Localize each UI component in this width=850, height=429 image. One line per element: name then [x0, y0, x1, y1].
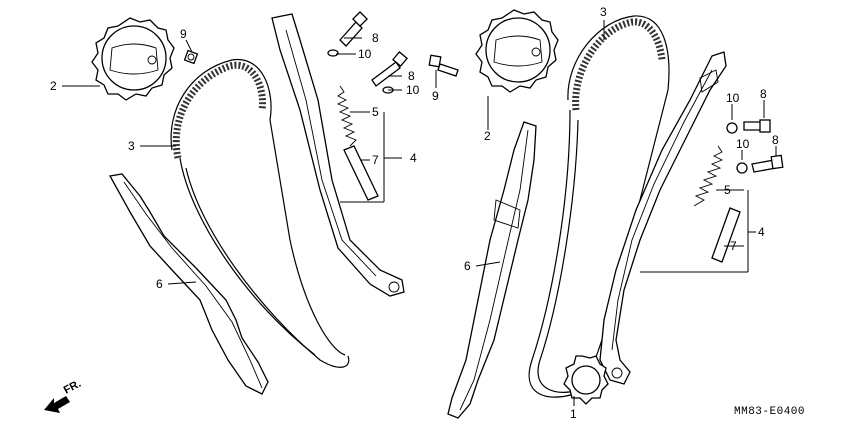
- left-bolt-8a: [339, 11, 368, 47]
- callout-right-spring: 5: [724, 183, 731, 197]
- callout-right-sprocket: 2: [484, 129, 491, 143]
- callout-left-bolt-8b: 8: [408, 69, 415, 83]
- left-tensioner-pin: [343, 145, 379, 201]
- middle-bolt-9: [428, 54, 459, 77]
- right-chain-tensioner: [599, 51, 727, 385]
- left-cam-sprocket: [91, 17, 175, 101]
- callout-right-bolt-8b: 8: [772, 133, 779, 147]
- callout-left-bolt-8a: 8: [372, 31, 379, 45]
- callout-left-spring: 5: [372, 105, 379, 119]
- callout-left-chain: 3: [128, 139, 135, 153]
- drawing-code: MM83-E0400: [734, 406, 805, 418]
- right-cam-sprocket: [475, 9, 559, 93]
- leader-lines: [62, 20, 777, 406]
- right-washer-10a: [726, 122, 738, 134]
- callout-drive-sprocket: 1: [570, 407, 577, 421]
- callout-right-bolt-8a: 8: [760, 87, 767, 101]
- callout-left-guide: 6: [156, 277, 163, 291]
- callout-right-washer-10b: 10: [736, 137, 750, 151]
- crank-drive-sprocket: [563, 355, 609, 405]
- callout-left-bolt-9: 9: [180, 27, 187, 41]
- callout-left-pin: 7: [372, 153, 379, 167]
- left-bolt-9: [183, 49, 199, 65]
- right-washer-10b: [736, 162, 748, 174]
- right-chain-guide: [447, 121, 537, 419]
- front-direction-label: FR.: [62, 378, 83, 397]
- callout-left-washer-10b: 10: [406, 83, 420, 97]
- left-bolt-8b: [371, 51, 408, 87]
- right-bolt-8a: [743, 119, 771, 133]
- left-washer-10a: [327, 49, 339, 57]
- callout-left-tensioner: 4: [410, 151, 417, 165]
- callout-left-sprocket: 2: [50, 79, 57, 93]
- left-chain-tensioner: [271, 13, 405, 297]
- front-direction-arrow: FR.: [44, 378, 83, 413]
- left-chain-guide: [108, 173, 269, 395]
- callout-left-washer-10a: 10: [358, 47, 372, 61]
- callout-right-tensioner: 4: [758, 225, 765, 239]
- left-cam-chain: [170, 59, 350, 368]
- right-tensioner-spring: [693, 145, 724, 207]
- callout-middle-bolt-9: 9: [432, 89, 439, 103]
- callout-right-chain: 3: [600, 5, 607, 19]
- right-tensioner-pin: [711, 207, 741, 263]
- right-bolt-8b: [751, 154, 784, 173]
- callout-right-washer-10a: 10: [726, 91, 740, 105]
- callout-right-pin: 7: [730, 239, 737, 253]
- callout-right-guide: 6: [464, 259, 471, 273]
- left-tensioner-spring: [336, 85, 357, 147]
